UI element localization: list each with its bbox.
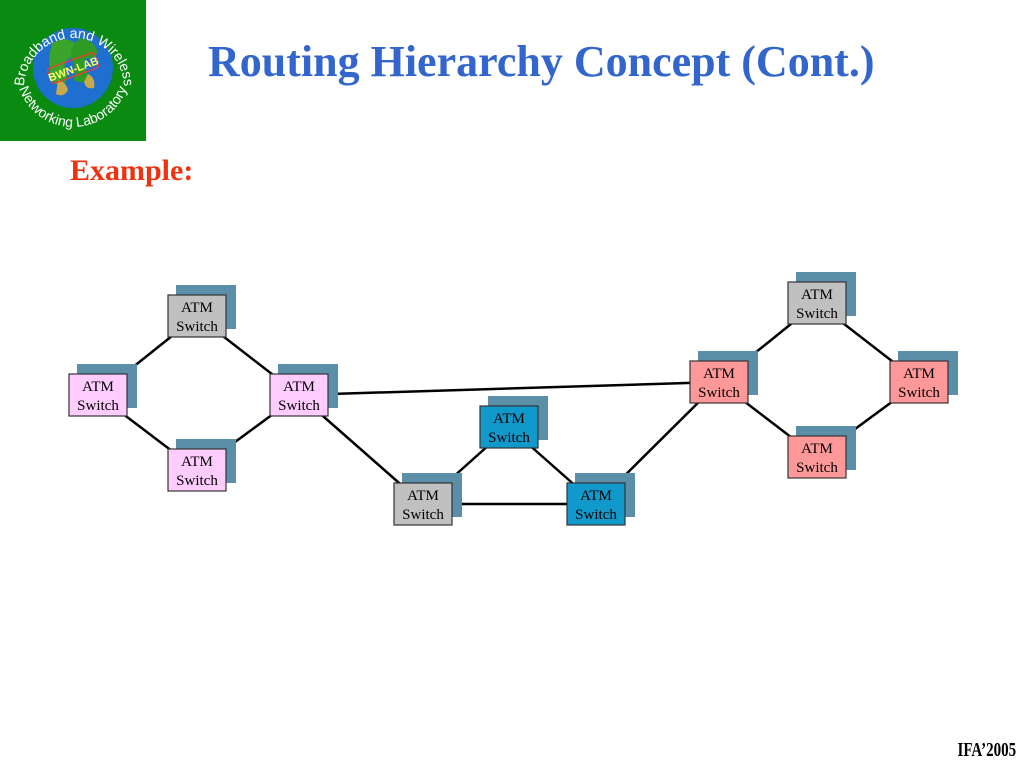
atm-switch-node-n7: ATM Switch <box>566 473 635 526</box>
globe-logo-icon: BWN-LAB Broadband and Wireless Networkin… <box>0 0 146 141</box>
switch-label-line2: Switch <box>698 385 740 401</box>
switch-box <box>393 482 453 526</box>
link-n4-n8 <box>298 380 720 397</box>
switch-label-line1: ATM <box>407 488 439 504</box>
switch-label-line2: Switch <box>575 507 617 523</box>
switch-box <box>787 281 847 325</box>
switch-label-line1: ATM <box>801 287 833 303</box>
switch-box <box>566 482 626 526</box>
switch-box <box>889 360 949 404</box>
switch-box <box>167 448 227 492</box>
switch-box <box>167 294 227 338</box>
atm-switch-node-n8: ATM Switch <box>689 351 758 404</box>
atm-switch-node-n11: ATM Switch <box>787 426 856 479</box>
switch-box <box>479 405 539 449</box>
switch-label-line1: ATM <box>801 441 833 457</box>
atm-switch-node-n9: ATM Switch <box>787 272 856 325</box>
switch-label-line1: ATM <box>703 366 735 382</box>
switch-label-line1: ATM <box>283 379 315 395</box>
atm-switch-node-n3: ATM Switch <box>167 439 236 492</box>
switch-label-line2: Switch <box>77 398 119 414</box>
atm-switch-node-n10: ATM Switch <box>889 351 958 404</box>
atm-switch-node-n4: ATM Switch <box>269 364 338 417</box>
switch-label-line2: Switch <box>898 385 940 401</box>
switch-label-line2: Switch <box>796 460 838 476</box>
lab-logo: BWN-LAB Broadband and Wireless Networkin… <box>0 0 146 141</box>
switch-label-line1: ATM <box>903 366 935 382</box>
switch-label-line2: Switch <box>796 306 838 322</box>
atm-switch-node-n1: ATM Switch <box>68 364 137 417</box>
atm-switch-node-n6: ATM Switch <box>479 396 548 449</box>
footer-text: IFA’2005 <box>957 739 1016 761</box>
switch-label-line1: ATM <box>493 411 525 427</box>
switch-box <box>68 373 128 417</box>
switch-label-line1: ATM <box>580 488 612 504</box>
switch-box <box>689 360 749 404</box>
switch-label-line2: Switch <box>488 430 530 446</box>
slide-subtitle: Example: <box>70 154 194 187</box>
slide-title: Routing Hierarchy Concept (Cont.) <box>208 37 875 86</box>
switch-label-line1: ATM <box>82 379 114 395</box>
switch-label-line2: Switch <box>176 319 218 335</box>
nodes-layer: ATMSwitchATMSwitchATMSwitchATMSwitchATMS… <box>68 272 958 526</box>
switch-label-line2: Switch <box>176 473 218 489</box>
atm-switch-node-n5: ATM Switch <box>393 473 462 526</box>
switch-label-line1: ATM <box>181 454 213 470</box>
switch-box <box>269 373 329 417</box>
switch-label-line1: ATM <box>181 300 213 316</box>
switch-label-line2: Switch <box>278 398 320 414</box>
switch-label-line2: Switch <box>402 507 444 523</box>
atm-switch-node-n2: ATM Switch <box>167 285 236 338</box>
switch-box <box>787 435 847 479</box>
